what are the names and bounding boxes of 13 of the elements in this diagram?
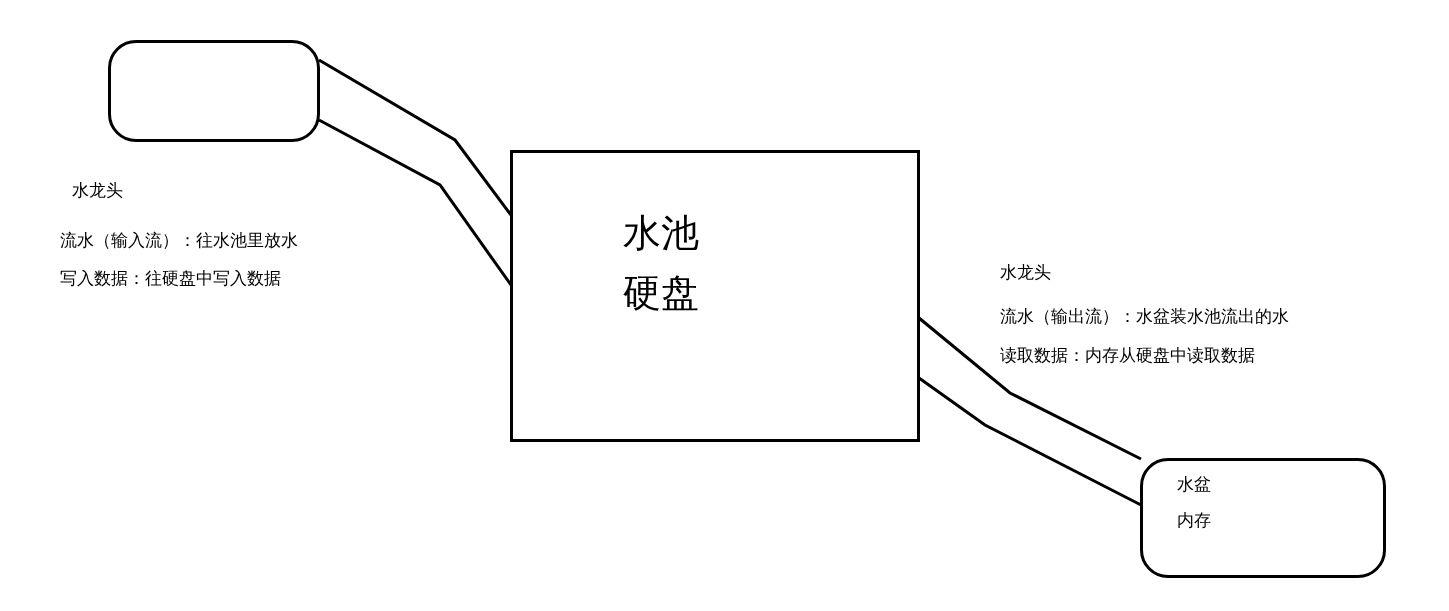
note-text: 读取数据：内存从硬盘中读取数据 (1000, 345, 1255, 365)
pool-box (510, 150, 920, 442)
note-text: 写入数据：往硬盘中写入数据 (60, 268, 281, 288)
faucet-label: 水龙头 (1000, 262, 1051, 282)
tank-box (108, 40, 320, 142)
node-text: 水池 (623, 210, 699, 257)
faucet-label: 水龙头 (72, 180, 123, 200)
node-text: 硬盘 (623, 270, 699, 317)
note-text: 流水（输出流）：水盆装水池流出的水 (1000, 306, 1289, 326)
node-text: 内存 (1177, 509, 1211, 532)
basin-box (1140, 458, 1386, 578)
node-text: 水盆 (1177, 473, 1211, 496)
note-text: 流水（输入流）：往水池里放水 (60, 230, 298, 250)
